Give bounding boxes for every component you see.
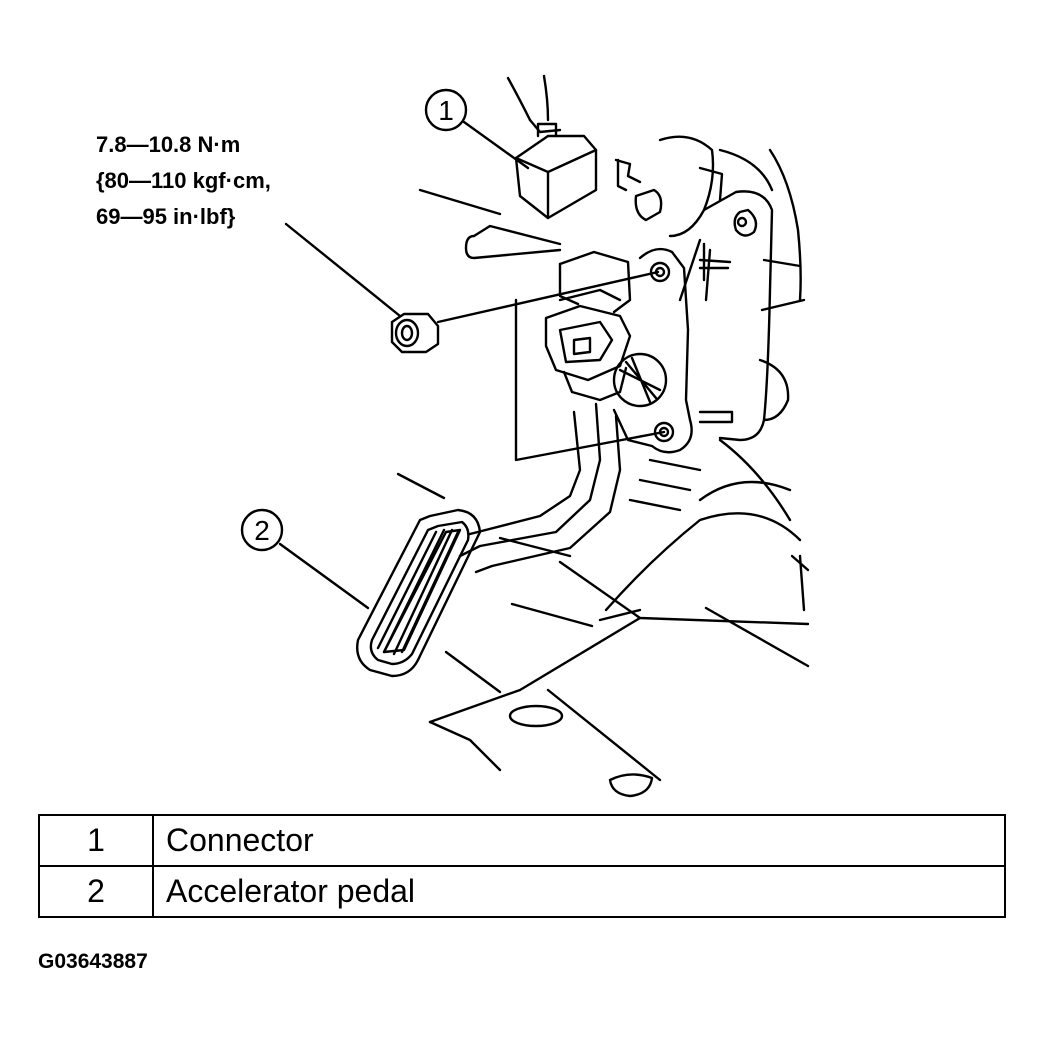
legend-number: 2: [38, 865, 154, 918]
callout-2-circle: [240, 508, 284, 552]
callout-2: 2: [240, 508, 370, 610]
callout-1-circle: [424, 88, 468, 132]
accelerator-pedal-diagram: 7.8—10.8 N·m {80—110 kgf·cm, 69—95 in·lb…: [96, 74, 810, 798]
legend-table: 1 Connector 2 Accelerator pedal: [38, 814, 1006, 918]
callout-2-number: 2: [254, 515, 270, 546]
torque-spec: 7.8—10.8 N·m {80—110 kgf·cm, 69—95 in·lb…: [96, 132, 402, 318]
pedal-module: [418, 188, 693, 574]
legend-row: 2 Accelerator pedal: [38, 865, 1006, 918]
torque-spec-line-3: 69—95 in·lbf}: [96, 204, 236, 229]
torque-spec-line-1: 7.8—10.8 N·m: [96, 132, 240, 157]
callout-1-number: 1: [438, 95, 454, 126]
nut-to-bolt-line: [436, 270, 660, 324]
legend-label: Connector: [152, 814, 1006, 867]
torque-leader-line: [284, 222, 402, 318]
connector: [506, 74, 598, 220]
figure-id: G03643887: [38, 950, 148, 973]
callout-2-leader: [278, 542, 370, 610]
legend-row: 1 Connector: [38, 814, 1006, 867]
callout-1-leader: [462, 120, 530, 170]
legend-label: Accelerator pedal: [152, 865, 1006, 918]
nut: [390, 270, 660, 354]
legend-number: 1: [38, 814, 154, 867]
pedal-pad: [356, 508, 482, 678]
floor-structure: [396, 438, 810, 798]
torque-spec-line-2: {80—110 kgf·cm,: [96, 168, 271, 193]
mounting-bracket: [614, 135, 806, 442]
callout-1: 1: [424, 88, 530, 170]
